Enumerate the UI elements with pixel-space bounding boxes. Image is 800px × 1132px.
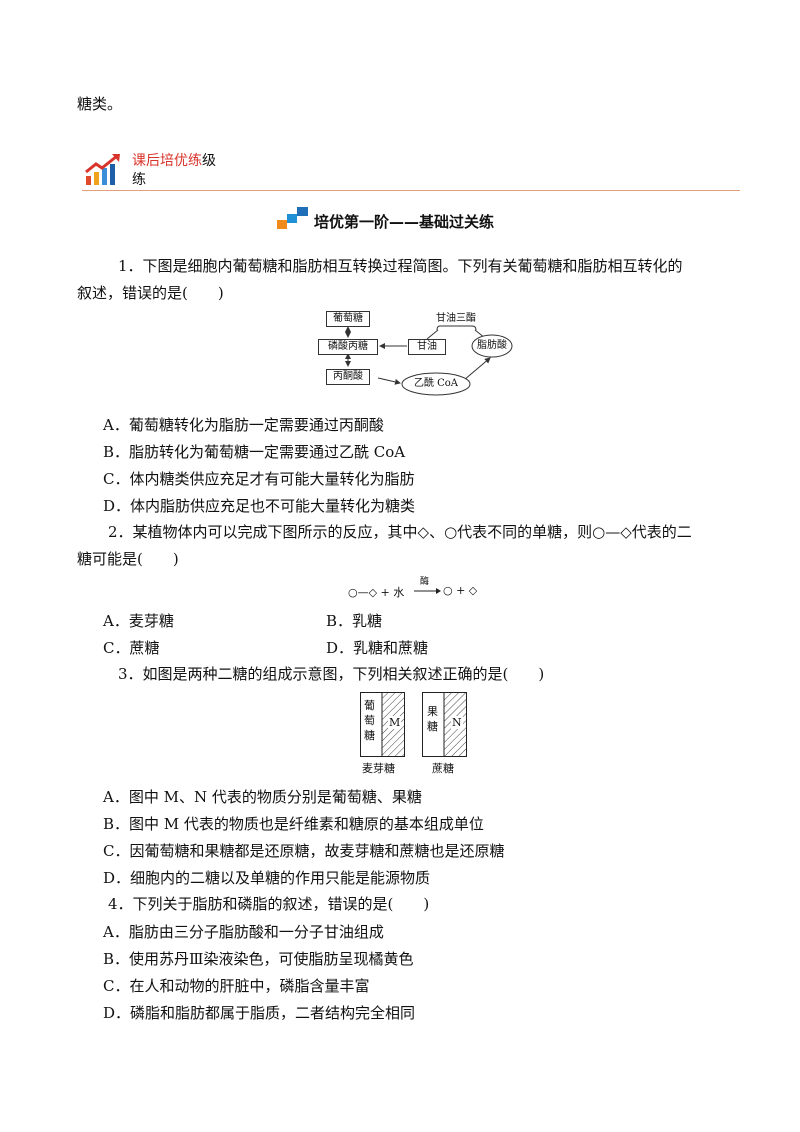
figure-sucrose-caption: 蔗糖 [432,762,454,775]
section-title: 培优第一阶——基础过关练 [314,213,495,231]
stairs-icon [277,206,309,230]
q4-option-b: B．使用苏丹Ⅲ染液染色，可使脂肪呈现橘黄色 [103,950,414,968]
q4-option-d: D．磷脂和脂肪都属于脂质，二者结构完全相同 [103,1004,416,1022]
q3-option-a: A．图中 M、N 代表的物质分别是葡萄糖、果糖 [103,788,422,806]
equation-right: ○ + ◇ [443,584,478,597]
figure-n-label: N [451,716,463,729]
header-title: 课后培优练级 [132,152,216,170]
diagram-node-fatty-acid: 脂肪酸 [477,340,507,351]
diagram-node-glucose: 葡萄糖 [326,311,370,327]
diagram-node-phospho: 磷酸丙糖 [318,339,378,355]
header-divider [82,190,740,191]
q4-option-a: A．脂肪由三分子脂肪酸和一分子甘油组成 [103,923,384,941]
q4-stem: 4．下列关于脂肪和磷脂的叙述，错误的是( ) [108,895,430,913]
header-title-black-1: 级 [202,153,216,169]
q2-stem-line2: 糖可能是( ) [77,550,179,568]
figure-m-label: M [388,716,402,729]
diagram-node-triglyceride: 甘油三酯 [436,313,476,324]
q3-stem: 3．如图是两种二糖的组成示意图，下列相关叙述正确的是( ) [118,665,545,683]
chart-growth-icon [84,152,124,186]
q3-option-c: C．因葡萄糖和果糖都是还原糖，故麦芽糖和蔗糖也是还原糖 [103,842,505,860]
q1-stem-line1: 1．下图是细胞内葡萄糖和脂肪相互转换过程简图。下列有关葡萄糖和脂肪相互转化的 [118,257,683,275]
q1-stem-line2: 叙述，错误的是( ) [77,284,224,302]
q1-diagram: 葡萄糖 磷酸丙糖 丙酮酸 甘油三酯 甘油 脂肪酸 乙酰 CoA [312,308,532,398]
figure-maltose-caption: 麦芽糖 [362,762,395,775]
header-title-red: 课后培优练 [132,153,202,169]
figure-fructose-label: 果糖 [427,705,438,733]
figure-glucose-label: 葡萄糖 [364,699,375,742]
q1-option-b: B．脂肪转化为葡萄糖一定需要通过乙酰 CoA [103,443,406,461]
q3-option-d: D．细胞内的二糖以及单糖的作用只能是能源物质 [103,869,431,887]
q2-option-d: D．乳糖和蔗糖 [326,639,429,657]
q2-option-c: C．蔗糖 [103,639,160,657]
equation-left: ○—◇ + 水 [348,586,405,599]
diagram-node-acetyl-coa: 乙酰 CoA [413,378,459,389]
diagram-node-glycerol: 甘油 [408,339,446,355]
q2-stem-line1: 2．某植物体内可以完成下图所示的反应，其中◇、○代表不同的单糖，则○—◇代表的二 [108,523,692,541]
q3-figure: 葡萄糖 M 果糖 N 麦芽糖 蔗糖 [360,692,472,775]
q1-option-a: A．葡萄糖转化为脂肪一定需要通过丙酮酸 [103,416,384,434]
carryover-text: 糖类。 [77,95,123,113]
q2-option-b: B．乳糖 [326,612,383,630]
q1-option-c: C．体内糖类供应充足才有可能大量转化为脂肪 [103,470,415,488]
q2-option-a: A．麦芽糖 [103,612,174,630]
header-title-second-line: 练 [132,172,146,188]
q3-option-b: B．图中 M 代表的物质也是纤维素和糖原的基本组成单位 [103,815,484,833]
q4-option-c: C．在人和动物的肝脏中，磷脂含量丰富 [103,977,370,995]
diagram-node-pyruvate: 丙酮酸 [326,369,370,385]
q2-equation: ○—◇ + 水 酶 ○ + ◇ [348,574,488,602]
q1-option-d: D．体内脂肪供应充足也不可能大量转化为糖类 [103,497,416,515]
equation-enzyme: 酶 [420,577,430,587]
